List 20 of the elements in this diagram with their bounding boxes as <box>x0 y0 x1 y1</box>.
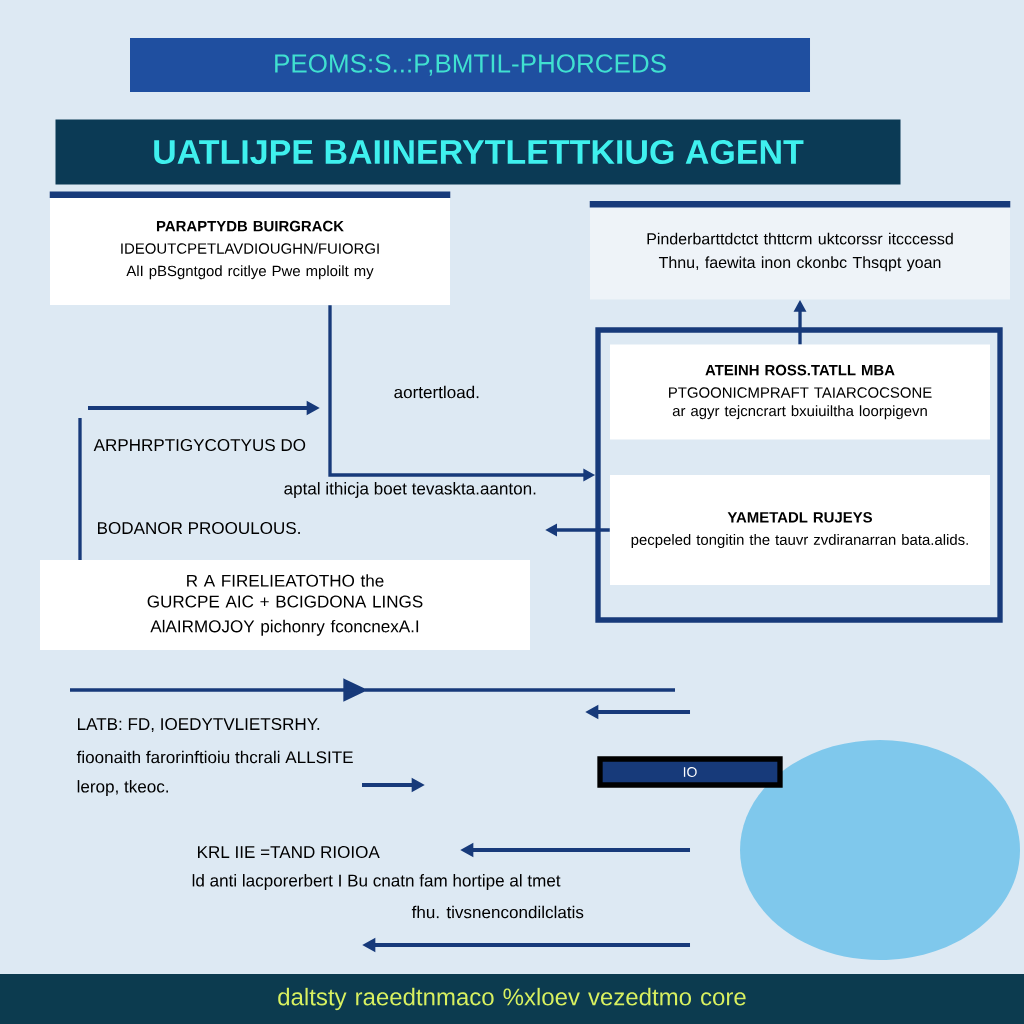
text-label: KRL IIE =TAND RIOIOA <box>198 845 380 859</box>
text-box: PARAPTYDB BUIRGRACK IDEOUTCPETLAVDIOUGHN/FUIORGI AlI pBSgntgod rcitlye Pwe mploilt my <box>49 191 451 305</box>
text-label: LATB: FD, IOEDYTVLIETSRHY. <box>78 717 320 733</box>
title-banner: UATLIJPE BAIINERYTLETTKIUG AGENT <box>55 119 901 185</box>
text-label: fioonaith farorinftioiu thcrali ALLSITE <box>76 750 353 764</box>
footer-banner: daltsty raeedtnmaco %xloev vezedtmo core <box>0 974 1024 1024</box>
text-label: ARPHRPTIGYCOTYUS DO <box>93 438 306 452</box>
text-box: Pinderbarttdctct thttcrm uktcorssr itcccessd Thnu, faewita inon ckonbc Thsqpt yoan <box>589 200 1011 300</box>
text-label: aortertload. <box>394 385 479 399</box>
text-label: BODANOR PROOULOUS. <box>98 521 300 535</box>
text-label: ld anti lacporerbert I Bu cnatn fam hortipe al tmet <box>192 874 561 890</box>
text-box: R A FIRELIEATOTHO the GURCPE AIC + BCIGDONA LINGS AlAIRMOJOY pichonry fconcnexA.I <box>40 560 530 650</box>
text-label: lerop, tkeoc. <box>77 780 168 796</box>
frame-box <box>595 327 1003 623</box>
text-box: ATEINH ROSS.TATLL MBA PTGOONICMPRAFT TAIARCOCSONE ar agyr tejcncrart bxuiuiltha loorpigevn <box>610 344 990 440</box>
progress-bar: IO <box>597 756 783 788</box>
subtitle-banner: PEOMS:S..:P,BMTIL-PHORCEDS <box>130 38 810 92</box>
text-box: YAMETADL RUJEYS pecpeled tongitin the tauvr zvdiranarran bata.alids. <box>610 475 990 585</box>
text-label: aptal ithicja boet tevaskta.aanton. <box>284 482 536 498</box>
text-label: fhu. tivsnencondilclatis <box>411 905 584 919</box>
